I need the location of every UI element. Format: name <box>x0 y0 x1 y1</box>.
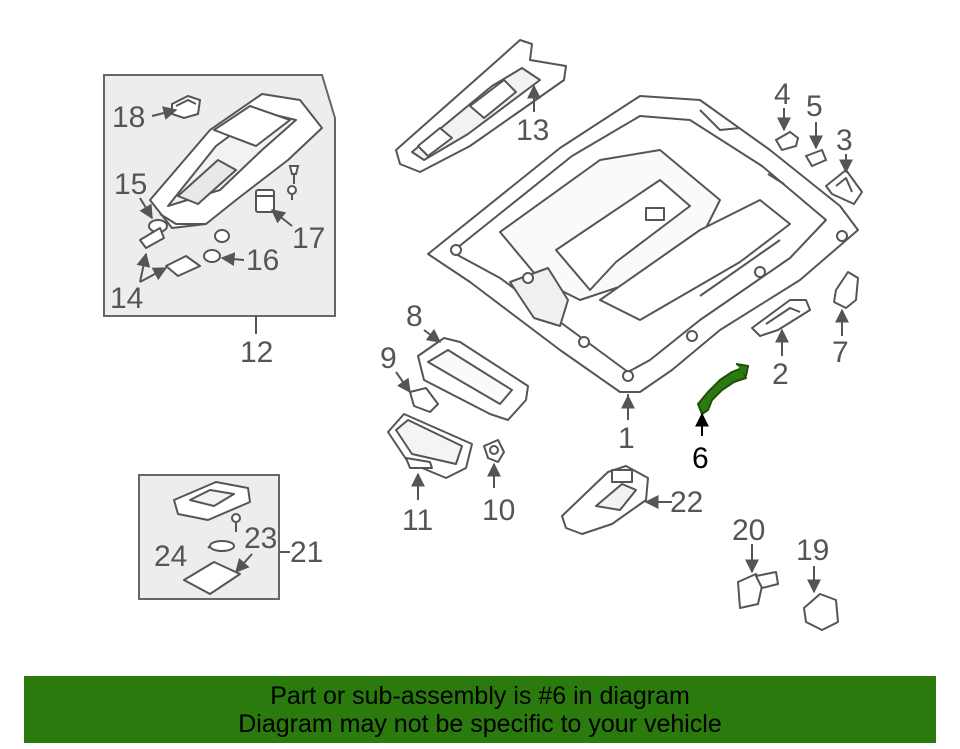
part-9-holder <box>409 387 439 413</box>
parts-diagram: 18 15 17 16 14 12 13 4 5 3 7 2 8 9 1 6 1… <box>103 39 863 631</box>
callout-11: 11 <box>402 504 433 537</box>
overhead-console <box>149 93 323 229</box>
callout-17: 17 <box>292 222 325 255</box>
callout-3: 3 <box>836 124 853 157</box>
info-banner: Part or sub-assembly is #6 in diagram Di… <box>24 676 936 743</box>
callout-22: 22 <box>670 486 703 519</box>
callout-20: 20 <box>732 514 765 547</box>
callout-16: 16 <box>246 244 279 277</box>
callout-14: 14 <box>110 282 143 315</box>
callout-labels: 18 15 17 16 14 12 13 4 5 3 7 2 8 9 1 6 1… <box>110 78 853 573</box>
part-19-connector <box>803 593 839 631</box>
part-22-bracket <box>561 465 649 535</box>
map-lamp <box>173 481 251 521</box>
callout-7: 7 <box>832 336 849 369</box>
part-17-connector <box>255 189 275 213</box>
part-20-connector <box>737 571 779 609</box>
banner-line-1: Part or sub-assembly is #6 in diagram <box>270 682 690 710</box>
part-1-headliner <box>427 95 859 420</box>
callout-13: 13 <box>516 114 549 147</box>
part-24-bulb <box>209 540 235 552</box>
callout-2: 2 <box>772 358 789 391</box>
callout-24: 24 <box>154 540 187 573</box>
callout-6[interactable]: 6 <box>692 442 709 475</box>
callout-9: 9 <box>380 342 397 375</box>
part-23-lens <box>183 561 241 595</box>
screw-23 <box>231 513 241 532</box>
part-6-assist-grip[interactable] <box>697 363 750 415</box>
part-16-bulb <box>203 229 230 263</box>
part-4-clip <box>774 130 800 152</box>
part-5-clip <box>804 148 828 168</box>
leader-lines <box>136 84 853 594</box>
callout-10: 10 <box>482 494 515 527</box>
callout-1: 1 <box>618 422 635 455</box>
callout-8: 8 <box>406 300 423 333</box>
part-11-tray <box>387 413 473 479</box>
part-10-clip <box>483 439 505 463</box>
part-13-rail <box>395 39 567 173</box>
callout-4: 4 <box>774 78 791 111</box>
part-2-bracket <box>751 299 811 337</box>
callout-18: 18 <box>112 101 145 134</box>
part-18-clip <box>171 94 202 120</box>
callout-19: 19 <box>796 534 829 567</box>
inset-screws <box>287 165 300 200</box>
callout-23: 23 <box>244 522 277 555</box>
banner-line-2: Diagram may not be specific to your vehi… <box>238 710 722 738</box>
callout-15: 15 <box>114 168 147 201</box>
callout-5: 5 <box>806 90 823 123</box>
part-7-hook <box>833 271 859 309</box>
part-8-sun-visor <box>417 337 529 421</box>
callout-12: 12 <box>240 336 273 369</box>
callout-21: 21 <box>290 536 323 569</box>
part-14-lenses <box>139 227 201 277</box>
